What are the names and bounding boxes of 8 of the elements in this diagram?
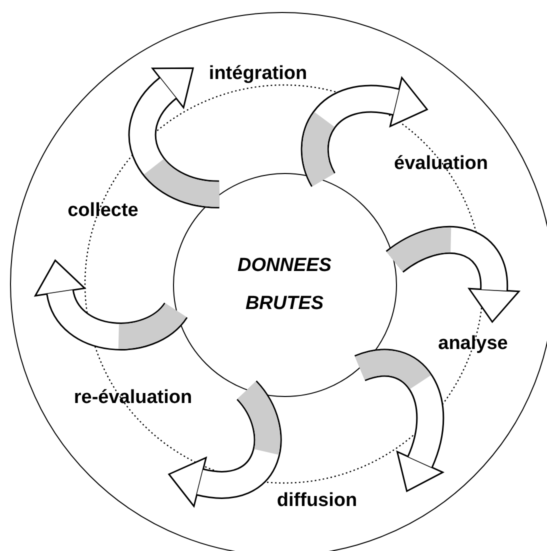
stage-label: re-évaluation xyxy=(74,387,192,409)
stage-label: évaluation xyxy=(394,153,488,175)
center-label: DONNEES BRUTES xyxy=(236,254,332,316)
stage-label: analyse xyxy=(438,333,508,355)
outer-circle xyxy=(10,12,547,551)
stage-label: collecte xyxy=(68,200,138,222)
stage-label: diffusion xyxy=(276,490,358,512)
stage-label: intégration xyxy=(208,63,308,85)
